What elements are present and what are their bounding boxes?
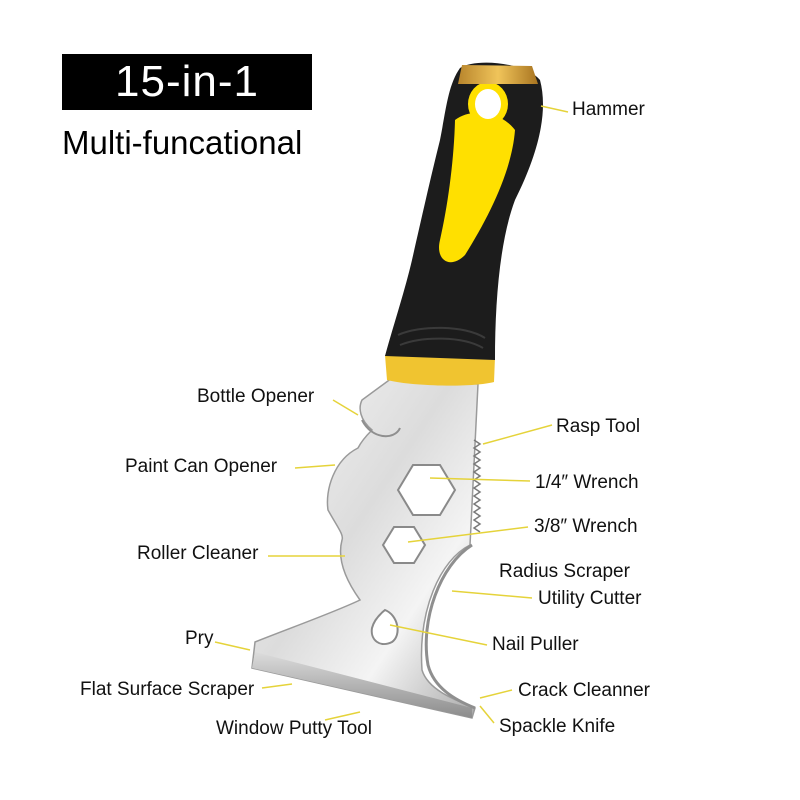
label-nail-puller: Nail Puller [492,634,579,655]
label-hammer: Hammer [572,99,645,120]
label-bottle-opener: Bottle Opener [197,386,315,407]
label-rasp-tool: Rasp Tool [556,416,641,437]
hex-hole-small [381,526,427,564]
label-three-eighths-wrench: 3/8″ Wrench [534,516,638,537]
tool-handle [385,62,543,386]
hex-hole-large [396,464,457,516]
label-roller-cleaner: Roller Cleaner [137,543,259,564]
label-crack-cleanner: Crack Cleanner [518,680,650,701]
label-quarter-inch-wrench: 1/4″ Wrench [535,472,639,493]
title-banner: 15-in-1 [62,54,312,110]
nail-puller-hole [370,608,399,646]
leader-lines [214,105,569,724]
label-paint-can-opener: Paint Can Opener [125,456,278,477]
label-window-putty-tool: Window Putty Tool [216,718,372,739]
label-radius-scraper: Radius Scraper [499,561,630,582]
label-spackle-knife: Spackle Knife [499,716,616,737]
page-title: 15-in-1 [115,57,259,106]
scraper-blade [251,377,482,719]
label-utility-cutter: Utility Cutter [538,588,642,609]
label-flat-surface-scraper: Flat Surface Scraper [80,679,255,700]
page-subtitle: Multi-funcational [62,124,303,161]
label-pry: Pry [185,628,214,649]
